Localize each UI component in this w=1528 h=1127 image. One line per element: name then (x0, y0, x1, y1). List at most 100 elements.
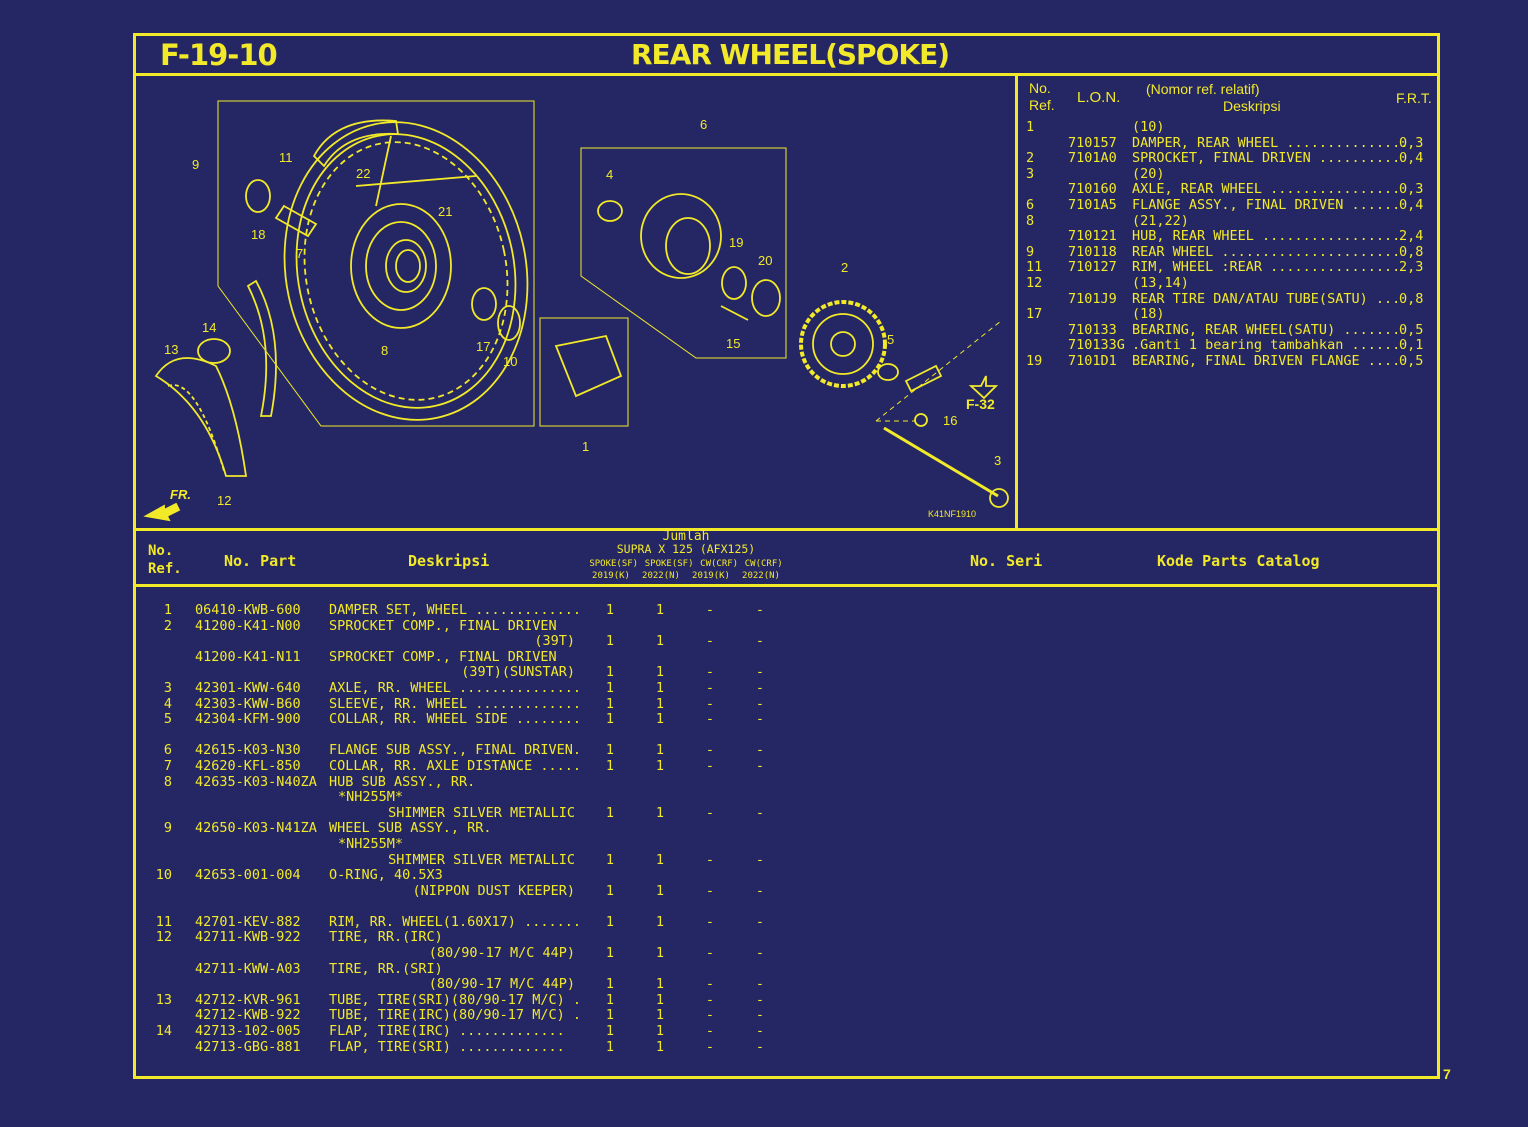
qty-cell: 1 (605, 882, 615, 899)
qty-cell: - (755, 851, 765, 868)
part-desc: TIRE, RR.(SRI) (329, 960, 443, 977)
part-number: 42711-KWW-A03 (195, 960, 301, 977)
lon-desc: REAR WHEEL ...................... (1132, 243, 1401, 260)
lon-desc: DAMPER, REAR WHEEL ............... (1132, 134, 1409, 151)
qty-cell: 1 (605, 804, 615, 821)
lon-code: 710157 (1068, 134, 1117, 151)
qty-cell: - (705, 757, 715, 774)
table-row: 41200-K41-N11 SPROCKET COMP., FINAL DRIVE… (140, 648, 800, 666)
qty-cell: 1 (655, 679, 665, 696)
lon-row: 17(18) (1026, 307, 1436, 323)
parts-header-jumlah: Jumlah SUPRA X 125 (AFX125) (616, 529, 756, 556)
lon-code: 7101D1 (1068, 352, 1117, 369)
part-desc: *NH255M* (338, 789, 404, 806)
table-row: 42712-KWB-922 TUBE, TIRE(IRC)(80/90-17 M/… (140, 1008, 800, 1024)
parts-header-seri: No. Seri (970, 552, 1043, 570)
tire-drawing (154, 279, 277, 477)
lon-desc: RIM, WHEEL :REAR ................ (1132, 259, 1401, 276)
part-number: 42701-KEV-882 (195, 913, 301, 930)
parts-header-divider (133, 584, 1440, 587)
callout-12: 12 (217, 493, 231, 508)
part-number: 41200-K41-N11 (195, 648, 301, 665)
diagram-divider (1015, 74, 1018, 530)
qty-cell: - (705, 976, 715, 993)
part-number: 42713-GBG-881 (195, 1038, 301, 1055)
part-desc: SPROCKET COMP., FINAL DRIVEN (329, 648, 557, 665)
part-desc: AXLE, RR. WHEEL ............... (329, 679, 581, 696)
qty-cell: - (755, 664, 765, 681)
qty-cell: - (755, 945, 765, 962)
qty-cell: 1 (605, 633, 615, 650)
lon-desc: (20) (1132, 165, 1165, 182)
part-number: 42712-KWB-922 (195, 1007, 301, 1024)
lon-code: 710160 (1068, 181, 1117, 198)
qty-cell: 1 (605, 695, 615, 712)
ref-figure-label: F-32 (966, 396, 995, 412)
table-row: 42711-KWW-A03 TIRE, RR.(SRI) (140, 960, 800, 978)
qty-cell: - (705, 679, 715, 696)
part-desc: RIM, RR. WHEEL(1.60X17) ....... (329, 913, 581, 930)
callout-21: 21 (438, 204, 452, 219)
qty-cell: - (705, 882, 715, 899)
part-ref: 14 (155, 1023, 172, 1040)
part-desc: COLLAR, RR. AXLE DISTANCE ..... (329, 757, 581, 774)
part-desc: TUBE, TIRE(IRC)(80/90-17 M/C) . (329, 1007, 581, 1024)
part-desc: FLANGE SUB ASSY., FINAL DRIVEN. (329, 742, 581, 759)
qty-cell: 1 (605, 757, 615, 774)
lon-code: 7101A5 (1068, 196, 1117, 213)
table-row: *NH255M* (140, 836, 800, 853)
qty-cell: 1 (655, 882, 665, 899)
lon-desc: FLANGE ASSY., FINAL DRIVEN ...... (1132, 196, 1401, 213)
part-number: 42635-K03-N40ZA (195, 773, 317, 790)
qty-cell: 1 (655, 633, 665, 650)
part-ref: 5 (163, 711, 172, 728)
callout-1: 1 (582, 439, 589, 454)
diagram-code: K41NF1910 (928, 509, 976, 519)
qty-cell: 1 (655, 991, 665, 1008)
callout-4: 4 (606, 167, 613, 182)
lon-code: 710121 (1068, 228, 1117, 245)
lon-frt: 0,8 (1399, 290, 1424, 307)
lon-desc: BEARING, REAR WHEEL(SATU) ....... (1132, 321, 1401, 338)
lon-header-lon: L.O.N. (1077, 89, 1121, 106)
part-number: 42713-102-005 (195, 1023, 301, 1040)
part-desc: O-RING, 40.5X3 (329, 867, 443, 884)
lon-desc: .Ganti 1 bearing tambahkan ...... (1132, 337, 1401, 354)
part-number: 41200-K41-N00 (195, 617, 301, 634)
qty-cell: 1 (605, 851, 615, 868)
qty-cell: 1 (655, 757, 665, 774)
parts-header-part: No. Part (224, 552, 297, 570)
qty-cell: 1 (605, 991, 615, 1008)
section-divider (133, 528, 1440, 531)
lon-ref: 8 (1026, 212, 1035, 229)
lon-frt: 0,5 (1399, 321, 1424, 338)
qty-cell: - (755, 602, 765, 618)
callout-17: 17 (476, 339, 490, 354)
part-desc: TUBE, TIRE(SRI)(80/90-17 M/C) . (329, 991, 581, 1008)
qty-cell: - (755, 679, 765, 696)
qty-cell: - (755, 742, 765, 759)
qty-cell: - (755, 1023, 765, 1040)
qty-cell: - (755, 976, 765, 993)
lon-code: 710127 (1068, 259, 1117, 276)
qty-cell: - (705, 664, 715, 681)
catalog-frame (133, 33, 1440, 1079)
qty-cell: - (705, 1023, 715, 1040)
header-divider (133, 73, 1440, 76)
part-desc: (39T) (534, 633, 575, 650)
lon-desc: REAR TIRE DAN/ATAU TUBE(SATU) ... (1132, 290, 1401, 307)
part-desc: SLEEVE, RR. WHEEL ............. (329, 695, 581, 712)
lon-ref: 19 (1026, 352, 1043, 369)
lon-frt: 0,1 (1399, 337, 1424, 354)
rear-wheel-drawing (283, 119, 529, 421)
